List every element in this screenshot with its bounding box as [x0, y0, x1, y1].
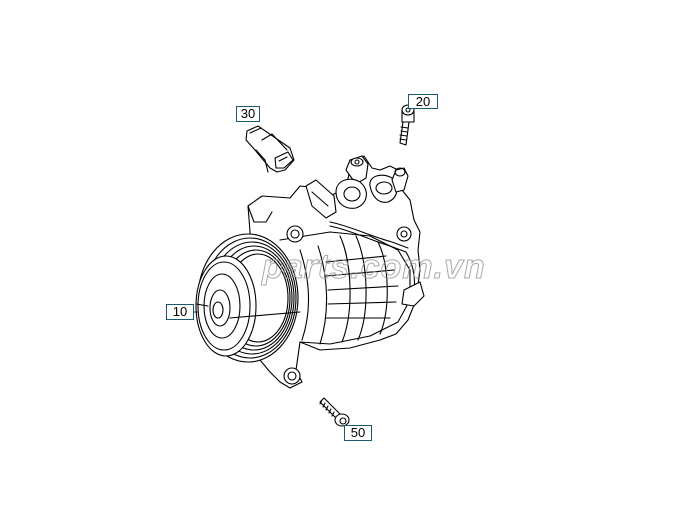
callout-50[interactable]: 50: [344, 425, 372, 441]
watermark-text: parts.com.vn: [262, 248, 486, 287]
bolt-part-50: [319, 397, 350, 427]
connector-part-30: [245, 125, 295, 173]
callout-30[interactable]: 30: [236, 106, 260, 122]
bolt-part-20: [399, 104, 415, 146]
compressor-part-10: [195, 155, 425, 389]
callout-20[interactable]: 20: [408, 94, 438, 109]
callout-10[interactable]: 10: [166, 304, 194, 320]
